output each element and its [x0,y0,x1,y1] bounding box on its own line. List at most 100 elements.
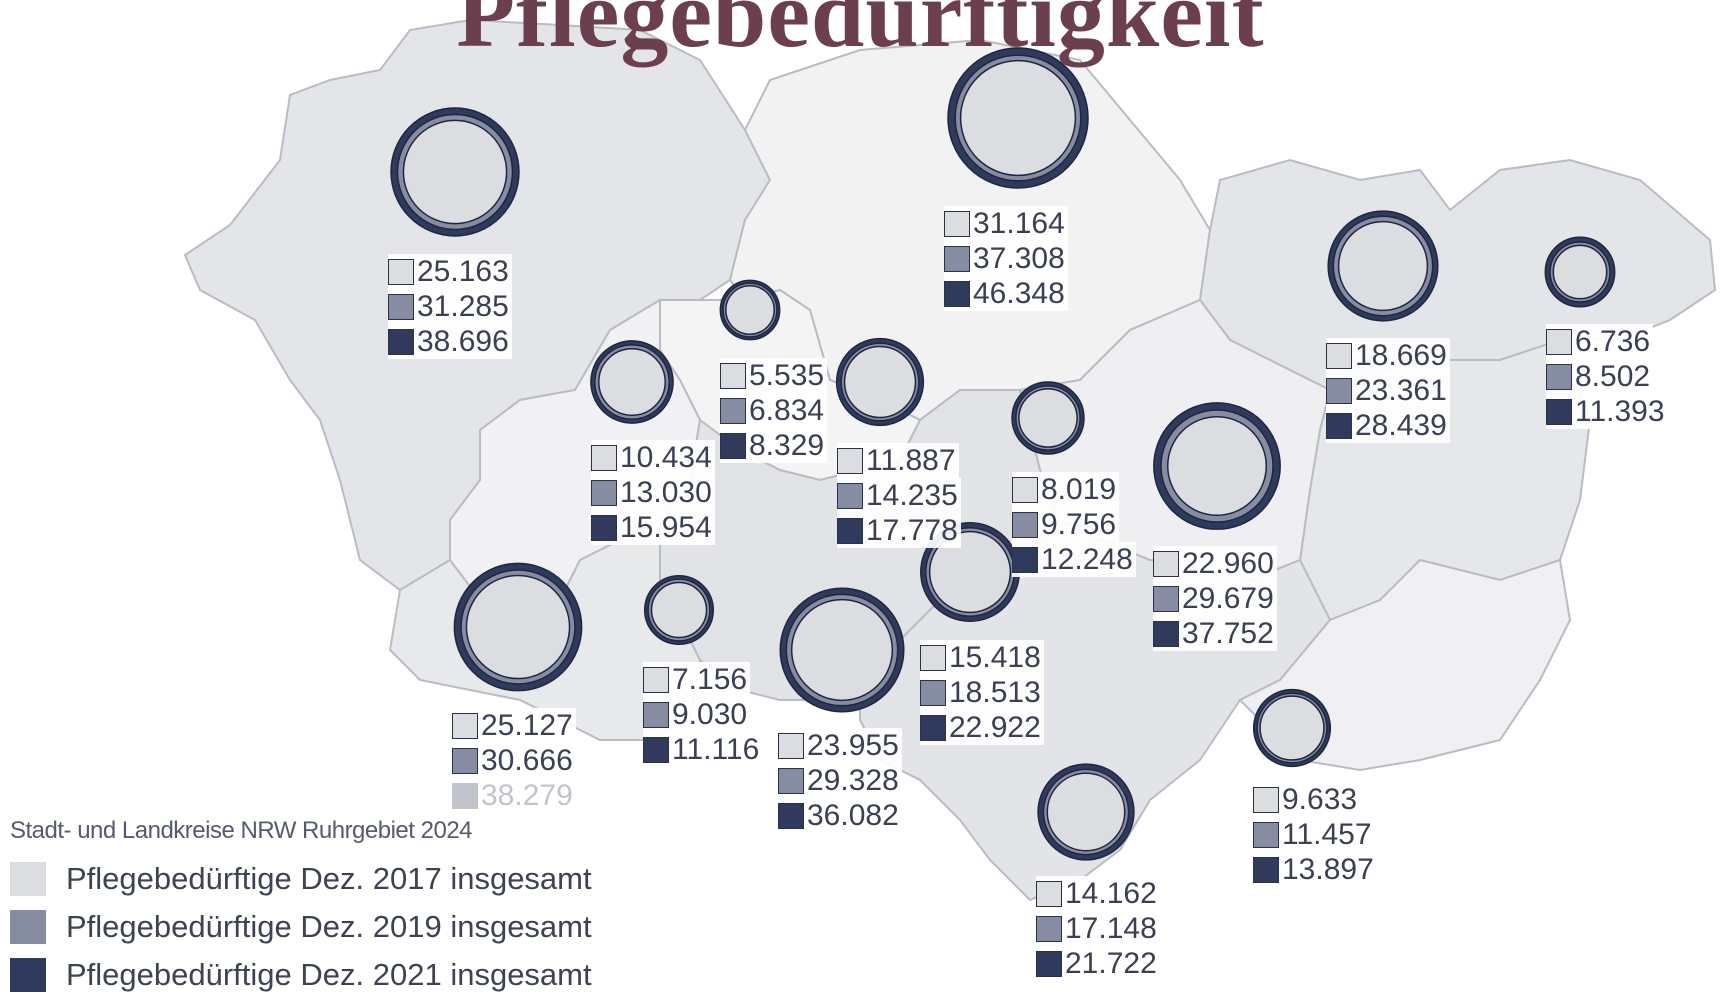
bubble-1-2017 [402,119,508,225]
district-value-2017: 22.960 [1182,546,1274,580]
district-value-row: 18.669 [1326,338,1450,373]
value-swatch-2021 [1012,546,1038,573]
bubble-layer [390,47,1616,861]
value-swatch-2019 [452,747,478,774]
district-value-2021: 22.922 [949,710,1041,744]
district-value-row: 11.457 [1253,817,1375,852]
value-swatch-2021 [720,432,746,459]
value-swatch-2017 [591,444,617,471]
value-swatch-2019 [643,701,669,728]
district-value-row: 14.235 [837,478,961,513]
district-value-row: 6.834 [720,393,828,428]
value-swatch-2019 [837,482,863,509]
district-value-2019: 8.502 [1575,359,1651,393]
bubble-13-2017 [790,598,894,702]
district-value-2017: 7.156 [672,662,748,696]
district-value-row: 29.679 [1153,581,1277,616]
district-value-2017: 15.418 [949,640,1041,674]
bubble-8-2017 [1018,388,1078,448]
district-value-row: 7.156 [643,662,751,697]
value-swatch-2021 [1253,856,1279,883]
value-swatch-2021 [1036,950,1062,977]
district-value-row: 8.019 [1012,472,1120,507]
district-value-row: 28.439 [1326,408,1450,443]
district-value-row: 22.922 [920,710,1044,745]
value-swatch-2017 [1036,880,1062,907]
district-value-2017: 8.019 [1041,472,1117,506]
district-value-row: 38.279 [452,778,576,813]
value-swatch-2019 [591,479,617,506]
district-value-2017: 18.669 [1355,338,1447,372]
bubble-6-2017 [598,348,666,416]
value-swatch-2017 [920,644,946,671]
district-value-2019: 6.834 [749,393,825,427]
bubble-14-2017 [1259,695,1325,761]
district-value-2021: 38.279 [481,778,573,812]
district-value-2021: 28.439 [1355,408,1447,442]
district-value-2021: 38.696 [417,324,509,358]
value-swatch-2019 [1012,511,1038,538]
value-swatch-2017 [720,362,746,389]
value-swatch-2017 [944,210,970,237]
district-value-2019: 14.235 [866,478,958,512]
legend-caption: Stadt- und Landkreise NRW Ruhrgebiet 202… [10,817,473,844]
value-swatch-2021 [643,736,669,763]
district-value-2017: 6.736 [1575,324,1651,358]
district-value-2019: 29.679 [1182,581,1274,615]
district-value-row: 8.502 [1546,359,1654,394]
district-value-row: 21.722 [1036,946,1160,981]
district-value-row: 23.955 [778,728,902,763]
district-value-row: 5.535 [720,358,828,393]
legend-label-2019: Pflegebedürftige Dez. 2019 insgesamt [66,909,592,944]
district-value-2019: 23.361 [1355,373,1447,407]
value-swatch-2019 [778,767,804,794]
district-value-row: 15.418 [920,640,1044,675]
district-value-2017: 9.633 [1282,782,1358,816]
value-swatch-2021 [837,517,863,544]
bubble-15-2017 [1046,772,1126,852]
district-value-2021: 17.778 [866,513,958,547]
district-value-2021: 36.082 [807,798,899,832]
district-value-2019: 37.308 [973,241,1065,275]
value-swatch-2019 [1253,821,1279,848]
district-value-2017: 5.535 [749,358,825,392]
district-value-row: 37.752 [1153,616,1277,651]
legend-item-2019: Pflegebedürftige Dez. 2019 insgesamt [10,903,592,951]
district-value-row: 46.348 [944,276,1068,311]
district-value-row: 36.082 [778,798,902,833]
district-value-row: 23.361 [1326,373,1450,408]
value-swatch-2017 [1326,342,1352,369]
district-value-2019: 31.285 [417,289,509,323]
value-swatch-2019 [944,245,970,272]
legend-swatch-2017 [10,862,46,896]
district-value-2017: 25.163 [417,254,509,288]
district-value-row: 30.666 [452,743,576,778]
district-value-row: 37.308 [944,241,1068,276]
value-swatch-2019 [1153,585,1179,612]
district-value-2021: 12.248 [1041,542,1133,576]
district-value-2017: 31.164 [973,206,1065,240]
district-value-2021: 37.752 [1182,616,1274,650]
value-swatch-2021 [778,802,804,829]
district-value-row: 29.328 [778,763,902,798]
district-value-row: 6.736 [1546,324,1654,359]
value-swatch-2021 [920,714,946,741]
value-swatch-2017 [388,258,414,285]
bubble-4-2017 [1552,244,1608,300]
value-swatch-2017 [837,447,863,474]
district-value-row: 9.030 [643,697,751,732]
district-value-row: 38.696 [388,324,512,359]
legend-item-2017: Pflegebedürftige Dez. 2017 insgesamt [10,855,592,903]
district-value-2017: 14.162 [1065,876,1157,910]
value-swatch-2021 [1326,412,1352,439]
district-value-row: 13.030 [591,475,715,510]
bubble-5-2017 [725,285,775,335]
district-value-row: 15.954 [591,510,715,545]
district-value-2019: 18.513 [949,675,1041,709]
